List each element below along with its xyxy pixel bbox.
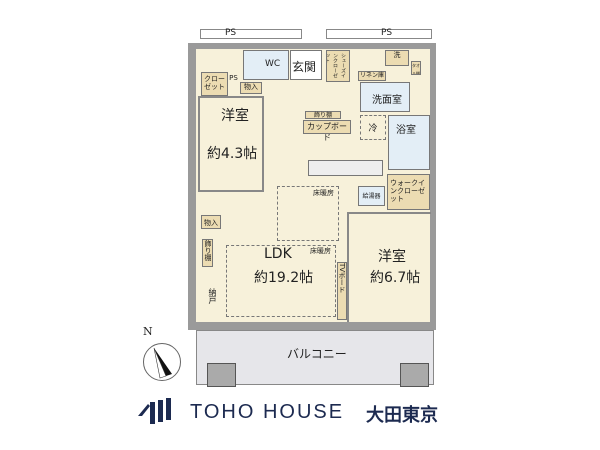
western-room-2-size: 約6.7帖 [370, 270, 421, 286]
floor-heating-area-2 [226, 245, 336, 317]
washer-space: 洗 [385, 50, 409, 66]
compass-icon [143, 343, 181, 381]
cupboard: カップボード [303, 120, 351, 142]
storage-left: 物入 [201, 215, 221, 229]
ps-label-left: PS [225, 28, 237, 38]
ps-small: PS [229, 74, 238, 82]
washroom [360, 82, 410, 112]
linen-storage: リネン庫 [358, 71, 386, 81]
balcony-pillar-right [400, 363, 429, 387]
shoes-closet: シューズインクローゼット [326, 50, 350, 82]
western-room-2-label: 洋室 [378, 249, 406, 265]
ps-bar-left [200, 29, 302, 39]
western-room-2 [347, 212, 431, 322]
compass-north-label: N [143, 325, 153, 338]
balcony-pillar-left [207, 363, 236, 387]
western-room-1-size: 約4.3帖 [207, 146, 258, 162]
bathroom-label: 浴室 [396, 125, 416, 136]
compass-needle-icon [153, 347, 172, 379]
ldk-label: LDK [264, 246, 292, 262]
closet-storage: 納戸 [208, 288, 217, 304]
brand-branch: 大田東京 [366, 405, 438, 426]
toho-house-logo-icon [138, 398, 174, 426]
western-room-1-label: 洋室 [221, 108, 249, 124]
water-heater: 給湯器 [358, 186, 385, 206]
fridge-space: 冷 [360, 115, 386, 140]
ps-bar-right [326, 29, 432, 39]
balcony-label: バルコニー [287, 347, 347, 361]
ldk-size: 約19.2帖 [254, 270, 314, 286]
western-room-1 [198, 96, 264, 192]
wc-label: WC [265, 59, 281, 69]
washroom-label: 洗面室 [372, 95, 402, 106]
floor-heating-label-1: 床暖房 [313, 189, 334, 197]
ps-label-right: PS [381, 28, 393, 38]
floor-heating-label-2: 床暖房 [310, 247, 331, 255]
tv-board: TVボード [337, 262, 347, 320]
walk-in-closet: ウォークインクローゼット [387, 174, 430, 210]
brand-name: TOHO HOUSE [190, 401, 345, 423]
bathroom [388, 115, 430, 170]
closet: クローゼット [201, 72, 228, 96]
wc [243, 50, 289, 80]
kitchen-decor-shelf: 飾り棚 [305, 111, 341, 119]
storage-top: 物入 [240, 82, 262, 94]
kitchen-counter [308, 160, 383, 176]
entrance [290, 50, 322, 80]
towel-shelf: タオル棚 [411, 61, 421, 75]
entrance-label: 玄関 [292, 60, 317, 74]
decor-shelf-left: 飾り棚 [202, 239, 213, 267]
floor-heating-area-1 [277, 186, 339, 241]
